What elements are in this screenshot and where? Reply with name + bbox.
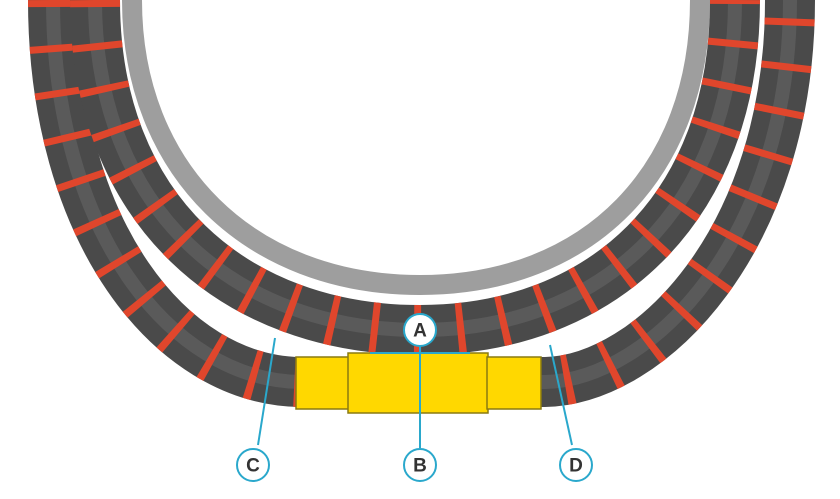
callout-label-d: D — [569, 456, 583, 477]
callout-c: C — [236, 448, 270, 482]
callout-d: D — [559, 448, 593, 482]
callout-line-c — [257, 337, 276, 446]
callout-label-a: A — [413, 321, 427, 342]
hose-connector — [295, 352, 542, 414]
callout-a: A — [403, 313, 437, 347]
callout-label-c: C — [246, 456, 260, 477]
callout-b: B — [403, 448, 437, 482]
callout-line-d — [549, 344, 573, 446]
callout-label-b: B — [413, 456, 427, 477]
inner-ring — [122, 0, 710, 296]
